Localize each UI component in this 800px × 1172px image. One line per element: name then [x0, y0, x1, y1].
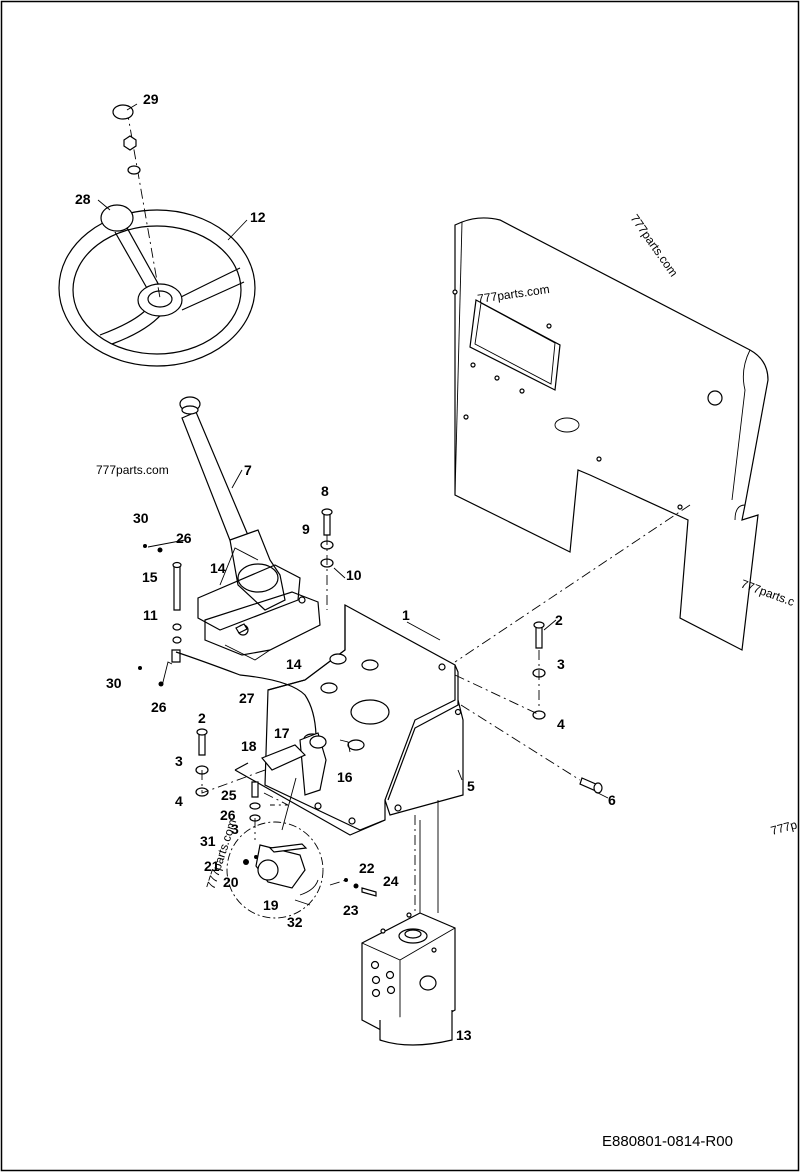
callout-3: 3: [231, 821, 239, 837]
callout-4: 4: [175, 793, 183, 809]
callout-1: 1: [402, 607, 410, 623]
dash-panel-icon: [452, 217, 769, 651]
callout-2: 2: [555, 612, 563, 628]
callout-26: 26: [220, 807, 236, 823]
callout-2: 2: [198, 710, 206, 726]
document-code: E880801-0814-R00: [602, 1133, 733, 1150]
watermark-text: 777parts.com: [96, 463, 169, 477]
steering-column-icon: [179, 396, 321, 661]
callout-5: 5: [467, 778, 475, 794]
callout-30: 30: [106, 675, 122, 691]
callout-4: 4: [557, 716, 565, 732]
callout-3: 3: [175, 753, 183, 769]
callout-30: 30: [133, 510, 149, 526]
callout-13: 13: [456, 1027, 472, 1043]
callout-16: 16: [337, 769, 353, 785]
callouts: 29 28 12 7 8 9 10 30 26 15 14 11 14 1 2 …: [75, 91, 616, 1043]
steering-valve-icon: [361, 800, 456, 1046]
callout-31: 31: [200, 833, 216, 849]
callout-21: 21: [204, 858, 220, 874]
mount-bracket-icon: [234, 603, 459, 836]
callout-19: 19: [263, 897, 279, 913]
callout-15: 15: [142, 569, 158, 585]
callout-10: 10: [346, 567, 362, 583]
hardware-icons: [138, 504, 691, 919]
callout-25: 25: [221, 787, 237, 803]
callout-26: 26: [151, 699, 167, 715]
callout-leaders: [97, 103, 609, 799]
callout-26: 26: [176, 530, 192, 546]
side-plate-icon: [384, 699, 464, 816]
callout-18: 18: [241, 738, 257, 754]
callout-9: 9: [302, 521, 310, 537]
callout-20: 20: [223, 874, 239, 890]
watermark-text: 777parts.com: [628, 212, 681, 280]
callout-8: 8: [321, 483, 329, 499]
callout-3: 3: [557, 656, 565, 672]
watermark-text: 777p: [769, 817, 799, 838]
callout-7: 7: [244, 462, 252, 478]
callout-14: 14: [210, 560, 226, 576]
callout-22: 22: [359, 860, 375, 876]
callout-32: 32: [287, 914, 303, 930]
callout-11: 11: [143, 607, 158, 623]
callout-23: 23: [343, 902, 359, 918]
callout-27: 27: [239, 690, 255, 706]
callout-6: 6: [608, 792, 616, 808]
steering-wheel-icon: [58, 104, 256, 367]
callout-14: 14: [286, 656, 302, 672]
callout-24: 24: [383, 873, 399, 889]
callout-28: 28: [75, 191, 91, 207]
callout-17: 17: [274, 725, 290, 741]
callout-12: 12: [250, 209, 266, 225]
watermark-text: 777parts.com: [476, 282, 550, 306]
callout-29: 29: [143, 91, 159, 107]
